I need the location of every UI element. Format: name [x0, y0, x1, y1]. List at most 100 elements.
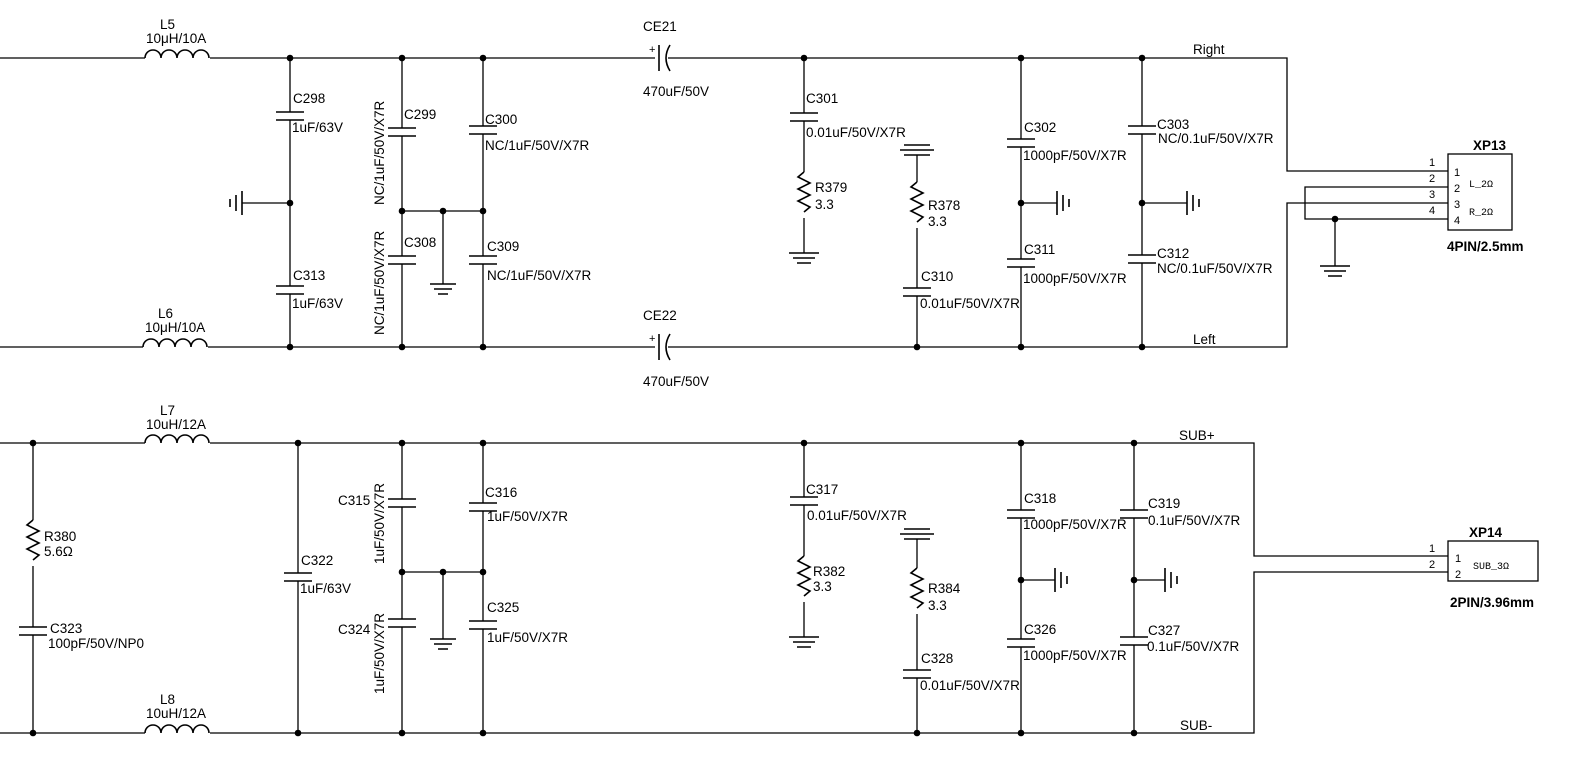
c319-value: 0.1uF/50V/X7R — [1148, 513, 1241, 528]
c323-value: 100pF/50V/NP0 — [48, 636, 144, 651]
capacitor-c309: C309 NC/1uF/50V/X7R — [469, 239, 592, 283]
net-label-left: Left — [1193, 332, 1216, 347]
capacitor-c308: C308 NC/1uF/50V/X7R — [372, 230, 436, 335]
xp13-label-l: L_2Ω — [1469, 180, 1493, 191]
electrolytic-capacitor-ce22: + CE22 470uF/50V — [643, 308, 709, 389]
capacitor-c319: C319 0.1uF/50V/X7R — [1120, 443, 1241, 733]
xp14-pin-2: 2 — [1429, 559, 1435, 571]
capacitor-c327: C327 0.1uF/50V/X7R — [1120, 623, 1240, 654]
c325-value: 1uF/50V/X7R — [487, 630, 568, 645]
ce21-value: 470uF/50V — [643, 84, 709, 99]
left-rail-wire — [0, 202, 1432, 348]
ground-symbol — [1021, 191, 1070, 215]
c310-ref: C310 — [921, 269, 953, 284]
c328-ref: C328 — [921, 651, 953, 666]
c298-value: 1uF/63V — [292, 120, 343, 135]
l7-ref: L7 — [160, 403, 175, 418]
c317-ref: C317 — [806, 482, 838, 497]
capacitor-c324: C324 1uF/50V/X7R — [338, 613, 416, 694]
inductor-l8: L8 10uH/12A — [144, 692, 210, 734]
resistor-r379: R379 3.3 — [796, 171, 847, 253]
c326-ref: C326 — [1024, 622, 1056, 637]
ground-symbol — [789, 636, 819, 648]
c312-value: NC/0.1uF/50V/X7R — [1157, 261, 1273, 276]
ground-symbol — [789, 252, 819, 264]
net-label-sub-plus: SUB+ — [1179, 428, 1215, 443]
connector-xp14: XP14 2PIN/3.96mm 1 2 1 2 SUB_3Ω — [1429, 525, 1539, 610]
ground-symbol — [229, 191, 290, 215]
inductor-l7: L7 10uH/12A — [144, 403, 210, 444]
xp13-inner-pin-2: 2 — [1454, 183, 1460, 195]
xp13-inner-pin-3: 3 — [1454, 199, 1460, 211]
c303-ref: C303 — [1157, 117, 1189, 132]
l8-ref: L8 — [160, 692, 175, 707]
resistor-r382: R382 3.3 — [796, 555, 845, 637]
c323-ref: C323 — [50, 621, 82, 636]
l5-value: 10μH/10A — [146, 31, 206, 46]
capacitor-c303: C303 NC/0.1uF/50V/X7R — [1128, 58, 1274, 347]
ce21-ref: CE21 — [643, 19, 677, 34]
c311-ref: C311 — [1024, 242, 1055, 257]
c301-value: 0.01uF/50V/X7R — [806, 125, 906, 140]
capacitor-c310: C310 0.01uF/50V/X7R — [903, 269, 1020, 311]
capacitor-c322: C322 1uF/63V — [284, 443, 351, 733]
c317-value: 0.01uF/50V/X7R — [807, 508, 907, 523]
r382-value: 3.3 — [813, 579, 832, 594]
ground-symbol — [1142, 191, 1200, 215]
c322-ref: C322 — [301, 553, 333, 568]
c309-ref: C309 — [487, 239, 519, 254]
l6-value: 10μH/10A — [145, 320, 205, 335]
resistor-r378: R378 3.3 — [909, 181, 960, 347]
c313-value: 1uF/63V — [292, 296, 343, 311]
c316-value: 1uF/50V/X7R — [487, 509, 568, 524]
sub-plus-rail-wire — [0, 442, 1432, 557]
c299-ref: C299 — [404, 107, 436, 122]
inductor-l6: L6 10μH/10A — [142, 306, 208, 348]
capacitor-c317: C317 0.01uF/50V/X7R — [790, 443, 907, 556]
c324-value: 1uF/50V/X7R — [372, 613, 387, 694]
ground-symbol — [1021, 568, 1068, 592]
junction-dots-bottom — [29, 439, 1138, 737]
ground-symbol — [1134, 568, 1178, 592]
c300-ref: C300 — [485, 112, 517, 127]
xp14-value: 2PIN/3.96mm — [1450, 595, 1534, 610]
c325-ref: C325 — [487, 600, 519, 615]
capacitor-c300: C300 NC/1uF/50V/X7R — [469, 58, 590, 347]
xp13-inner-pin-1: 1 — [1454, 167, 1460, 179]
xp13-inner-pin-4: 4 — [1454, 215, 1460, 227]
l5-ref: L5 — [160, 17, 175, 32]
xp13-pin-4: 4 — [1429, 205, 1435, 217]
c322-value: 1uF/63V — [300, 581, 351, 596]
xp13-label-r: R_2Ω — [1469, 208, 1493, 219]
xp14-ref: XP14 — [1469, 525, 1503, 540]
capacitor-c316: C316 1uF/50V/X7R — [469, 443, 568, 733]
c308-value: NC/1uF/50V/X7R — [372, 230, 387, 335]
c327-value: 0.1uF/50V/X7R — [1147, 639, 1240, 654]
right-rail-wire — [0, 57, 1432, 172]
capacitor-c302: C302 1000pF/50V/X7R — [1007, 58, 1127, 347]
l8-value: 10uH/12A — [146, 706, 206, 721]
capacitor-c318: C318 1000pF/50V/X7R — [1007, 443, 1127, 733]
ground-symbol — [900, 144, 934, 182]
xp13-ref: XP13 — [1473, 138, 1507, 153]
capacitor-c315: C315 1uF/50V/X7R — [338, 443, 416, 733]
c316-ref: C316 — [485, 485, 517, 500]
r384-value: 3.3 — [928, 598, 947, 613]
c299-value: NC/1uF/50V/X7R — [372, 100, 387, 205]
xp13-pin-1: 1 — [1429, 157, 1435, 169]
capacitor-c313: C313 1uF/63V — [276, 268, 343, 311]
r380-value: 5.6Ω — [44, 544, 73, 559]
capacitor-c311: C311 1000pF/50V/X7R — [1007, 242, 1127, 286]
c326-value: 1000pF/50V/X7R — [1023, 648, 1127, 663]
c302-ref: C302 — [1024, 120, 1056, 135]
ce22-value: 470uF/50V — [643, 374, 709, 389]
capacitor-c323: C323 100pF/50V/NP0 — [19, 621, 144, 651]
r379-ref: R379 — [815, 180, 847, 195]
sub-minus-rail-wire — [0, 571, 1432, 734]
ground-symbol — [900, 528, 934, 568]
xp13-pin-3: 3 — [1429, 189, 1435, 201]
l6-ref: L6 — [158, 306, 173, 321]
r380-ref: R380 — [44, 529, 76, 544]
c302-value: 1000pF/50V/X7R — [1023, 148, 1127, 163]
